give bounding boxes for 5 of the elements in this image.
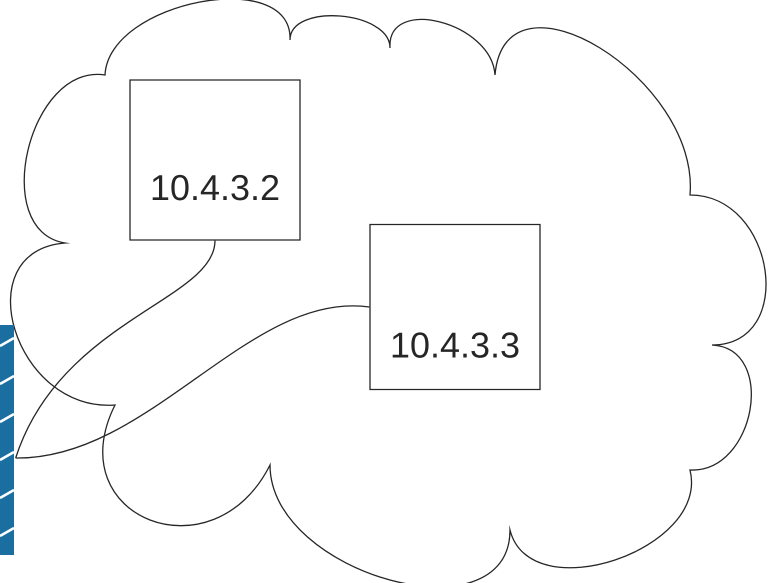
link-line bbox=[16, 306, 370, 459]
link-line bbox=[15, 240, 216, 458]
address-box: 10.4.3.2 bbox=[129, 79, 301, 241]
address-box: 10.4.3.3 bbox=[369, 224, 541, 390]
striped-device-picture bbox=[0, 325, 15, 555]
